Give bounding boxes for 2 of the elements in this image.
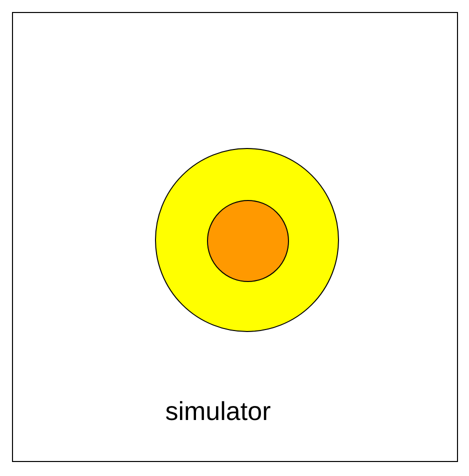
node-label: simulator (164, 396, 272, 427)
frame-box (12, 12, 458, 462)
